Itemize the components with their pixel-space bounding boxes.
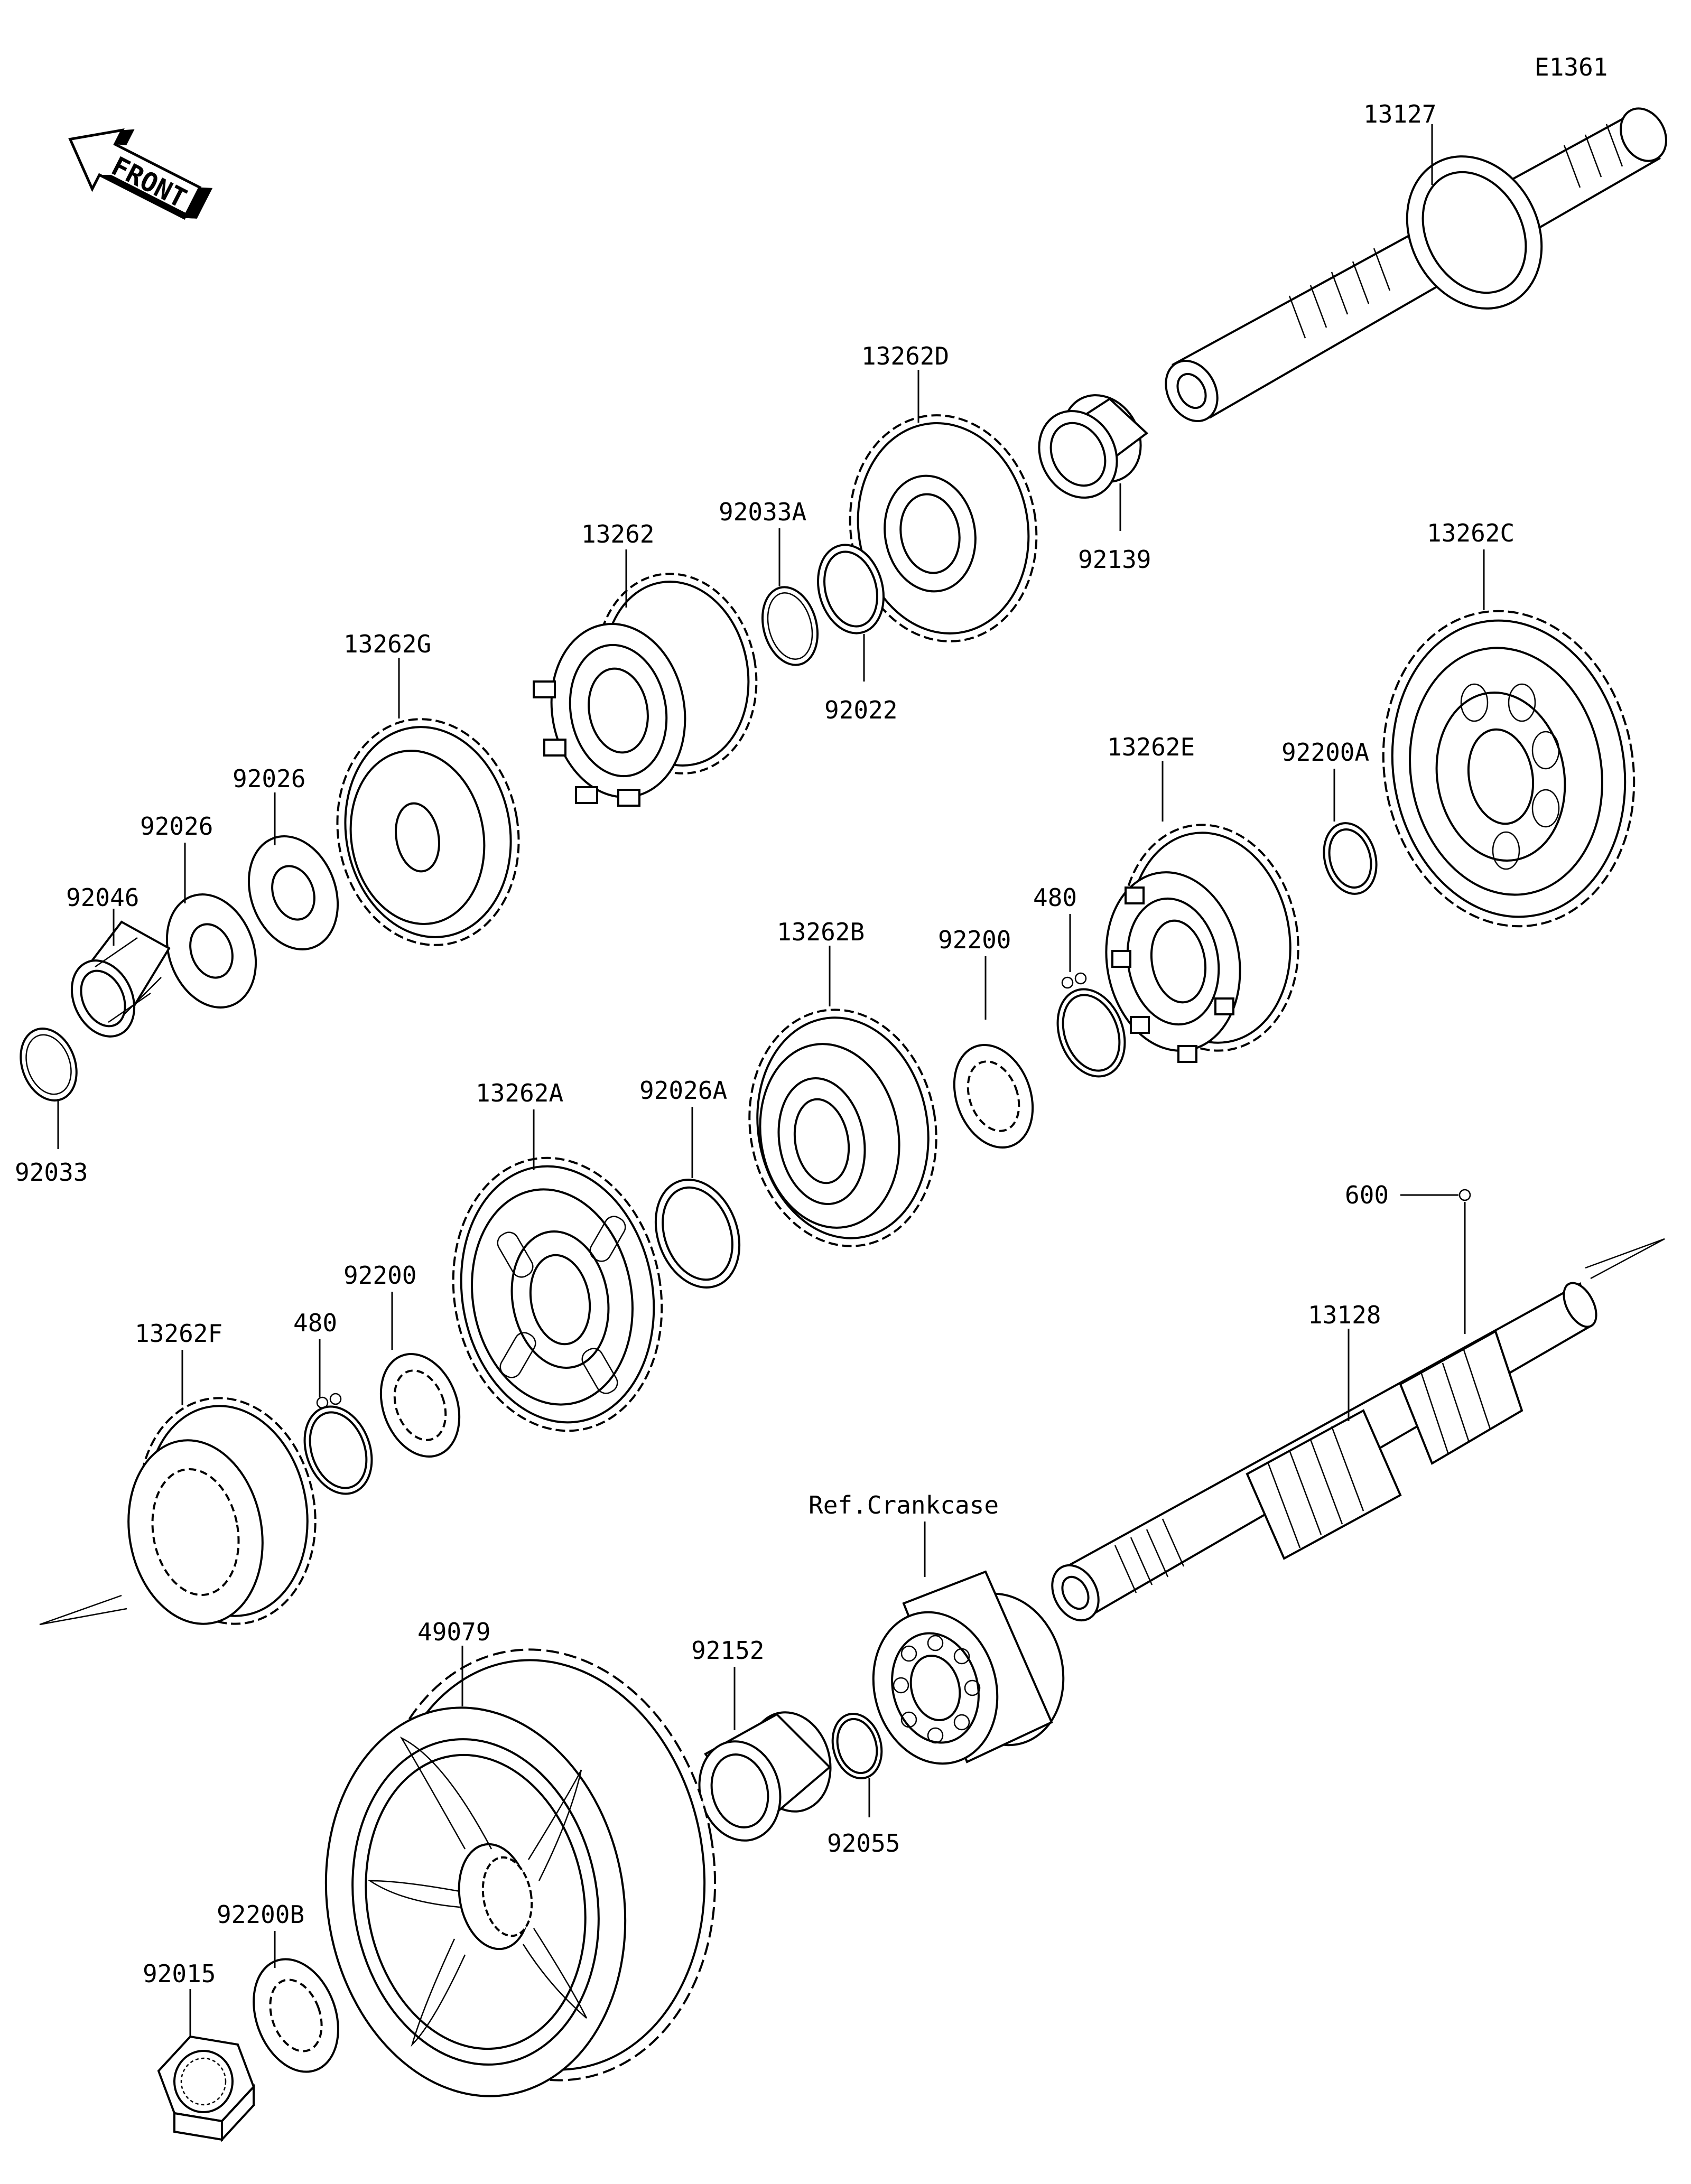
part-label-92152: 92152 [691, 1636, 764, 1665]
part-label-ref-crankcase: Ref.Crankcase [809, 1491, 999, 1519]
axis-line-right [1590, 1238, 1665, 1280]
part-label-92026-lower: 92026 [140, 812, 213, 841]
shaft-13127 [1165, 107, 1667, 423]
part-label-92033A: 92033A [719, 498, 806, 526]
part-label-13262B: 13262B [777, 918, 865, 946]
gear-13262A [452, 1156, 663, 1432]
gear-13262B [748, 1009, 937, 1247]
gear-13262D [849, 414, 1038, 642]
part-label-92022: 92022 [824, 696, 897, 724]
part-label-92200-lower: 92200 [343, 1261, 416, 1290]
needle-bearing-92046 [70, 920, 171, 1038]
axis-line-left-2 [39, 1608, 127, 1626]
washer-92022 [817, 544, 885, 634]
axis-line-left [39, 1594, 122, 1626]
part-label-92015: 92015 [143, 1959, 216, 1988]
washer-92200B [253, 1958, 339, 2073]
washer-92200A [1323, 822, 1378, 895]
part-label-13262C: 13262C [1427, 519, 1515, 547]
washer-92026-lower [165, 893, 257, 1009]
axis-line-right-2 [1585, 1238, 1665, 1269]
part-label-92033: 92033 [15, 1158, 88, 1187]
circlip-92033A [761, 586, 819, 666]
part-label-13262G: 13262G [343, 630, 431, 658]
diagram-code: E1361 [1535, 53, 1608, 81]
part-label-49079: 49079 [417, 1618, 490, 1646]
gear-13262E [1105, 824, 1299, 1063]
part-label-92055: 92055 [827, 1829, 900, 1858]
washer-92026A [654, 1179, 741, 1289]
part-label-480-upper: 480 [1033, 883, 1077, 912]
part-label-92200B: 92200B [217, 1900, 304, 1929]
gear-13262G [336, 718, 520, 946]
part-label-13262: 13262 [581, 520, 654, 548]
nut-92015 [157, 2035, 255, 2143]
collar-92152 [698, 1711, 832, 1842]
circlip-480-lower [303, 1393, 373, 1495]
gear-13262F [127, 1397, 317, 1625]
part-label-13262A: 13262A [476, 1079, 563, 1107]
part-label-13127: 13127 [1363, 100, 1436, 128]
front-arrow-icon: FRONT [68, 128, 213, 220]
part-label-92046: 92046 [66, 883, 139, 912]
circlip-480-upper [1056, 972, 1126, 1078]
part-label-92200-upper: 92200 [938, 926, 1011, 954]
washer-92026-upper [247, 835, 339, 950]
oring-92055 [831, 1712, 883, 1780]
part-label-13262F: 13262F [135, 1319, 222, 1348]
washer-92200-upper [953, 1044, 1034, 1149]
part-label-13128: 13128 [1308, 1301, 1381, 1329]
part-label-92139: 92139 [1078, 545, 1151, 574]
part-label-92200A: 92200A [1281, 738, 1369, 767]
circlip-92033 [20, 1028, 78, 1102]
bushing-92139 [1038, 394, 1149, 499]
gear-13262C [1382, 610, 1636, 928]
marker-600-icon [1458, 1189, 1471, 1201]
part-label-13262E: 13262E [1107, 733, 1195, 761]
bearing-ref-crankcase [872, 1570, 1065, 1765]
part-label-92026-upper: 92026 [233, 764, 305, 793]
part-label-600: 600 [1345, 1181, 1389, 1209]
gear-13262 [533, 573, 758, 807]
part-label-13262D: 13262D [861, 342, 949, 370]
washer-92200-lower [379, 1353, 461, 1458]
gear-49079 [324, 1648, 717, 2097]
shaft-13128 [1051, 1282, 1597, 1622]
part-label-480-lower: 480 [293, 1309, 337, 1337]
part-label-92026A: 92026A [639, 1076, 727, 1105]
